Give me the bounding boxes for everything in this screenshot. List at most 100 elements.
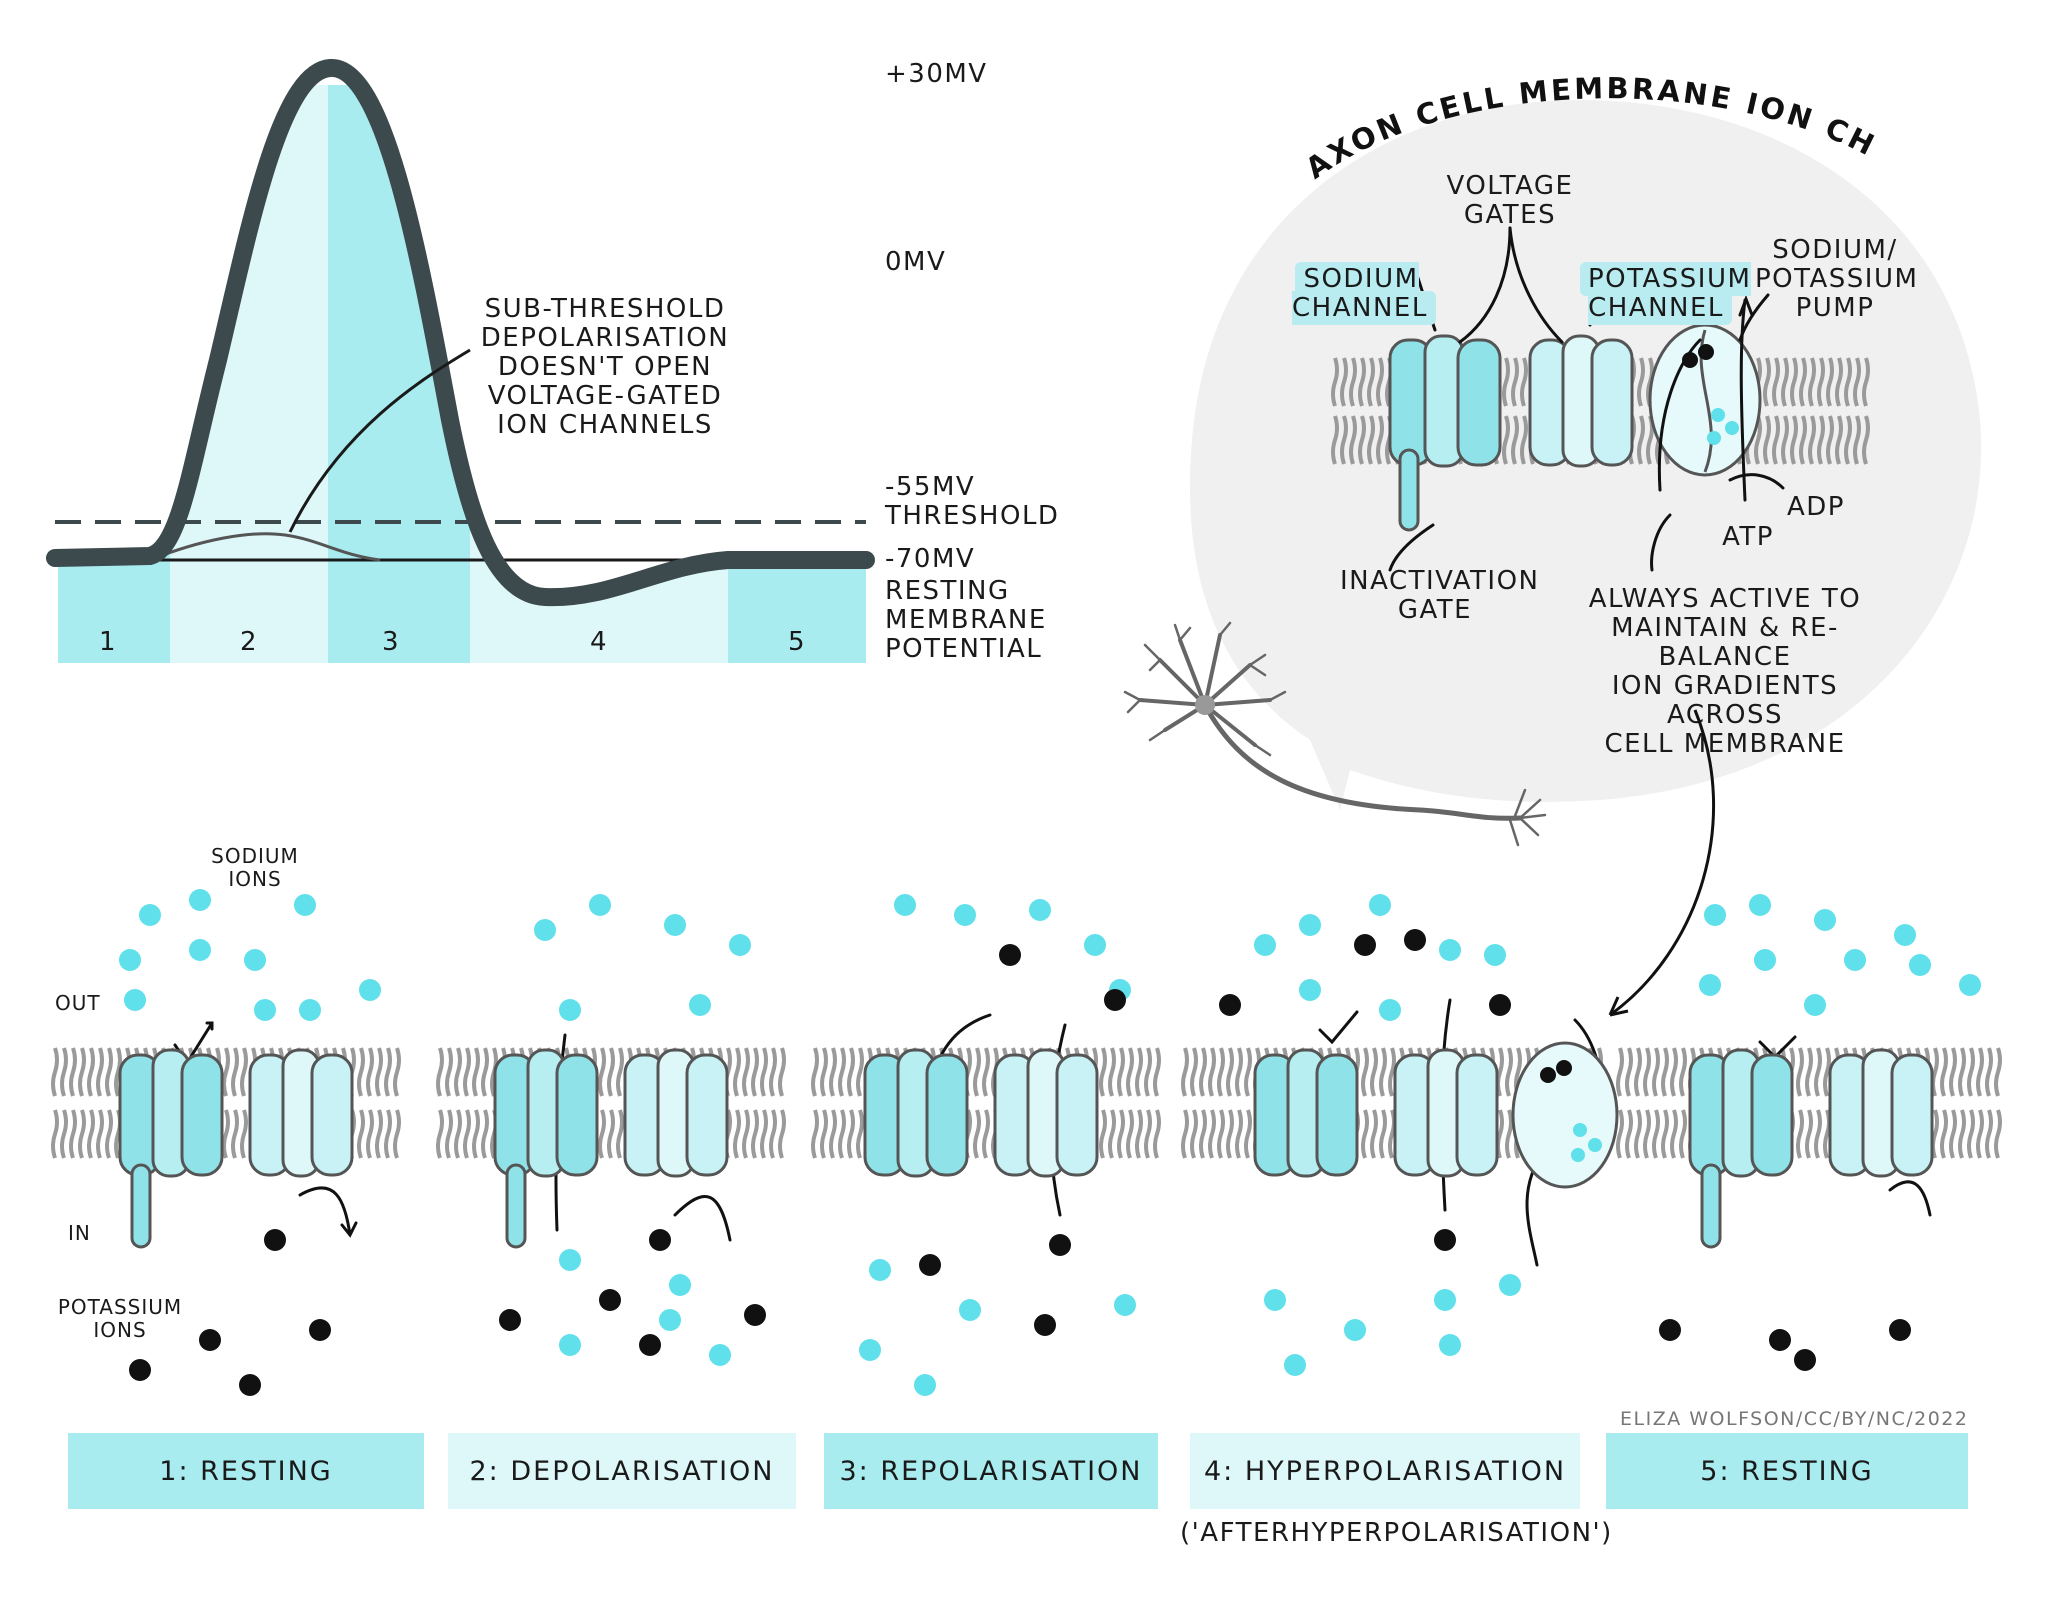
lipid-tail xyxy=(1643,1047,1651,1097)
label-inactivation-gate: INACTIVATION GATE xyxy=(1340,566,1540,625)
sodium-ion xyxy=(1704,904,1726,926)
lipid-tail xyxy=(778,1047,786,1097)
label-membrane: MEMBRANE xyxy=(885,605,1047,635)
lipid-tail xyxy=(454,1109,462,1159)
lipid-tail xyxy=(1814,1047,1822,1097)
lipid-tail xyxy=(1637,357,1645,407)
potassium-ion xyxy=(129,1359,151,1381)
lipid-tail xyxy=(1331,415,1339,465)
lipid-tail xyxy=(1358,415,1366,465)
lipid-tail xyxy=(598,1109,606,1159)
sodium-ion xyxy=(124,989,146,1011)
potassium-ion xyxy=(919,1254,941,1276)
lipid-tail xyxy=(733,1047,741,1097)
potassium-ion xyxy=(1034,1314,1056,1336)
lipid-tail xyxy=(1340,357,1348,407)
lipid-tail xyxy=(829,1109,837,1159)
lipid-tail xyxy=(1625,1047,1633,1097)
sodium-ion xyxy=(1844,949,1866,971)
lipid-tail xyxy=(856,1047,864,1097)
membrane-panels xyxy=(51,889,2002,1396)
lipid-tail xyxy=(1949,1109,1957,1159)
lipid-tail xyxy=(393,1109,401,1159)
inactivation-gate xyxy=(130,1163,152,1249)
lipid-tail xyxy=(1862,415,1870,465)
lipid-tail xyxy=(1808,357,1816,407)
lipid-tail xyxy=(811,1109,819,1159)
flow-arrow xyxy=(673,1195,732,1242)
neuron-sketch xyxy=(1123,621,1547,847)
label-always-active: ALWAYS ACTIVE TO MAINTAIN & RE-BALANCE I… xyxy=(1588,584,1862,759)
lipid-tail xyxy=(1217,1109,1225,1159)
lipid-tail xyxy=(1208,1109,1216,1159)
bubble-title-arc: AXON CELL MEMBRANE ION CHANNELS xyxy=(1295,70,1879,186)
lipid-tail xyxy=(1835,415,1843,465)
lipid-tail xyxy=(222,1047,230,1097)
bubble-membrane xyxy=(1331,323,1870,532)
lipid-tail xyxy=(1235,1047,1243,1097)
lipid-tail xyxy=(1853,357,1861,407)
lipid-tail xyxy=(1634,1047,1642,1097)
bubble-potassium-channel xyxy=(1528,334,1634,468)
potassium-ion xyxy=(649,1229,671,1251)
potassium-ion xyxy=(1219,994,1241,1016)
sodium-ion xyxy=(664,914,686,936)
lipid-tail xyxy=(1835,357,1843,407)
channel-subunit xyxy=(1890,1053,1934,1177)
lipid-tail xyxy=(1135,1047,1143,1097)
sodium-ion xyxy=(859,1339,881,1361)
sodium-ion xyxy=(1299,979,1321,1001)
stage-label-4: 4: HYPERPOLARISATION xyxy=(1203,1455,1567,1487)
lipid-tail xyxy=(1862,357,1870,407)
bubble-sodium-potassium-pump xyxy=(1648,323,1762,477)
lipid-tail xyxy=(60,1109,68,1159)
lipid-tail xyxy=(1144,1047,1152,1097)
stage-box-3: 3: REPOLARISATION xyxy=(824,1433,1158,1509)
lipid-tail xyxy=(231,1047,239,1097)
sodium-ion xyxy=(1484,944,1506,966)
lipid-tail xyxy=(1652,1109,1660,1159)
sodium-ion xyxy=(1894,924,1916,946)
lipid-tail xyxy=(231,1109,239,1159)
lipid-tail xyxy=(778,1109,786,1159)
lipid-tail xyxy=(751,1047,759,1097)
lipid-tail xyxy=(820,1109,828,1159)
potassium-ion xyxy=(1659,1319,1681,1341)
lipid-tail xyxy=(1805,1109,1813,1159)
stage-label-1: 1: RESTING xyxy=(159,1455,333,1487)
potassium-ion xyxy=(1794,1349,1816,1371)
potassium-channel-highlight: POTASSIUM CHANNEL xyxy=(1580,262,1752,325)
lipid-tail xyxy=(616,1109,624,1159)
sodium-ion xyxy=(1959,974,1981,996)
lipid-tail xyxy=(357,1047,365,1097)
channel-subunit xyxy=(1315,1053,1359,1177)
sodium-ion xyxy=(244,949,266,971)
sodium-ion xyxy=(1084,934,1106,956)
lipid-tail xyxy=(1823,1047,1831,1097)
stage4-note: ('AFTERHYPERPOLARISATION') xyxy=(1180,1518,1613,1548)
lipid-tail xyxy=(445,1047,453,1097)
lipid-tail xyxy=(436,1047,444,1097)
subthreshold-curve xyxy=(149,532,381,562)
lipid-tail xyxy=(240,1109,248,1159)
lipid-tail xyxy=(69,1109,77,1159)
lipid-tail xyxy=(1520,357,1528,407)
lipid-tail xyxy=(60,1047,68,1097)
flow-arrow xyxy=(1318,1010,1359,1045)
lipid-tail xyxy=(1126,1109,1134,1159)
lipid-tail xyxy=(1976,1109,1984,1159)
lipid-tail xyxy=(1190,1109,1198,1159)
sodium-ion xyxy=(189,939,211,961)
lipid-tail xyxy=(1520,415,1528,465)
sodium-ion xyxy=(669,1274,691,1296)
stage-box-1: 1: RESTING xyxy=(68,1433,424,1509)
potassium-ion xyxy=(264,1229,286,1251)
potassium-ion xyxy=(1769,1329,1791,1351)
sodium-ion xyxy=(894,894,916,916)
lipid-tail xyxy=(1781,415,1789,465)
lipid-tail xyxy=(1126,1047,1134,1097)
sodium-ion xyxy=(1264,1289,1286,1311)
lipid-tail xyxy=(1772,357,1780,407)
sodium-ion xyxy=(119,949,141,971)
lipid-tail xyxy=(1388,1109,1396,1159)
